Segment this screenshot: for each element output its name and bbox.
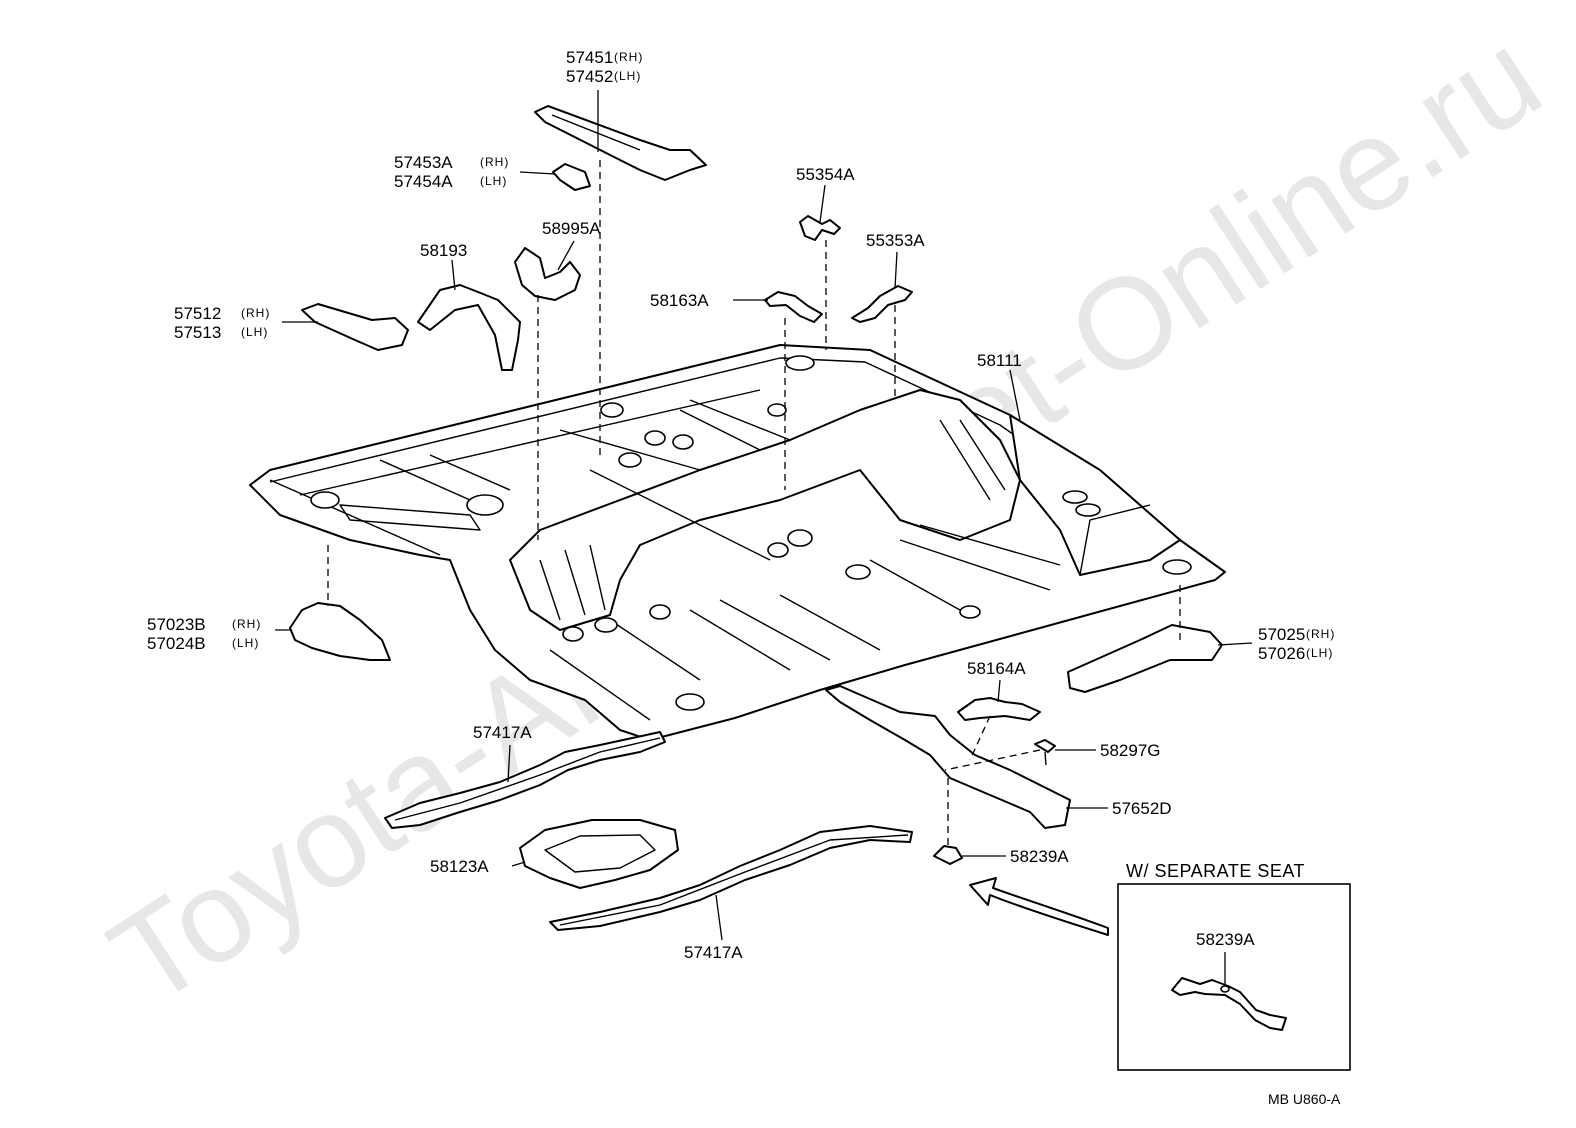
callout-58111: 58111 bbox=[977, 351, 1022, 370]
part-57025-57026 bbox=[1067, 624, 1223, 693]
part-58123A bbox=[519, 819, 679, 889]
callout-side: (RH) bbox=[614, 50, 643, 64]
part-58164A bbox=[957, 697, 1041, 721]
callout-text: 57026 bbox=[1258, 644, 1305, 663]
callout-text: 57452 bbox=[566, 67, 613, 86]
inset-arrow bbox=[969, 877, 1109, 936]
callout-58239A: 58239A bbox=[1010, 847, 1069, 866]
callout-57023B-57024B: 57023B (RH) 57024B (LH) bbox=[147, 615, 261, 653]
diagram-code: MB U860-A bbox=[1268, 1091, 1341, 1107]
part-58297G bbox=[1034, 739, 1056, 766]
inset-title: W/ SEPARATE SEAT bbox=[1126, 861, 1305, 881]
callout-side: (RH) bbox=[480, 155, 509, 169]
callout-text: 57512 bbox=[174, 304, 221, 323]
callout-57652D: 57652D bbox=[1112, 799, 1172, 818]
callout-text: 57451 bbox=[566, 48, 613, 67]
part-58193 bbox=[417, 284, 521, 371]
assembly-guide-lines bbox=[327, 160, 1181, 848]
callout-57417A-lower: 57417A bbox=[684, 943, 743, 962]
callout-58995A: 58995A bbox=[542, 219, 601, 238]
inset-part-label: 58239A bbox=[1196, 930, 1255, 949]
callout-side: (RH) bbox=[241, 306, 270, 320]
callout-57025-57026: 57025 (RH) 57026 (LH) bbox=[1258, 625, 1335, 663]
callout-side: (LH) bbox=[1306, 646, 1333, 660]
callout-text: 57513 bbox=[174, 323, 221, 342]
inset-separate-seat: W/ SEPARATE SEAT 58239A bbox=[1117, 861, 1351, 1071]
callout-58163A: 58163A bbox=[650, 291, 709, 310]
callout-side: (LH) bbox=[232, 636, 259, 650]
leader-lines bbox=[275, 90, 1253, 941]
callout-side: (LH) bbox=[480, 174, 507, 188]
callout-text: 57023B bbox=[147, 615, 206, 634]
callout-text: 57024B bbox=[147, 634, 206, 653]
callout-text: 57453A bbox=[394, 153, 453, 172]
part-55354A bbox=[799, 215, 841, 241]
part-58995A bbox=[514, 247, 581, 301]
callout-58123A: 58123A bbox=[430, 857, 489, 876]
inset-bracket bbox=[1171, 977, 1287, 1031]
part-57417A-upper bbox=[384, 731, 666, 829]
callout-57417A-upper: 57417A bbox=[473, 723, 532, 742]
callout-57453A-57454A: 57453A (RH) 57454A (LH) bbox=[394, 153, 509, 191]
part-57417A-lower bbox=[549, 825, 913, 931]
part-55353A bbox=[851, 285, 913, 323]
part-58163A bbox=[764, 291, 823, 323]
callout-58193: 58193 bbox=[420, 241, 467, 260]
callout-57451-57452: 57451 (RH) 57452 (LH) bbox=[566, 48, 643, 86]
callout-55353A: 55353A bbox=[866, 231, 925, 250]
part-57453A-57454A bbox=[552, 163, 591, 191]
callout-58297G: 58297G bbox=[1100, 741, 1161, 760]
callout-side: (LH) bbox=[241, 325, 268, 339]
callout-text: 57025 bbox=[1258, 625, 1305, 644]
callout-text: 57454A bbox=[394, 172, 453, 191]
inset-frame bbox=[1117, 883, 1351, 1071]
callout-58164A: 58164A bbox=[967, 659, 1026, 678]
part-58239A-pad bbox=[933, 845, 963, 865]
part-57512-57513 bbox=[301, 303, 409, 351]
callout-57512-57513: 57512 (RH) 57513 (LH) bbox=[174, 304, 270, 342]
callout-55354A: 55354A bbox=[796, 165, 855, 184]
part-57023B-57024B bbox=[289, 602, 391, 661]
floor-pan-58111 bbox=[249, 344, 1226, 741]
callout-side: (LH) bbox=[614, 69, 641, 83]
part-57451-57452 bbox=[534, 105, 707, 181]
part-57652D bbox=[825, 685, 1071, 829]
callout-side: (RH) bbox=[232, 617, 261, 631]
callout-side: (RH) bbox=[1306, 627, 1335, 641]
